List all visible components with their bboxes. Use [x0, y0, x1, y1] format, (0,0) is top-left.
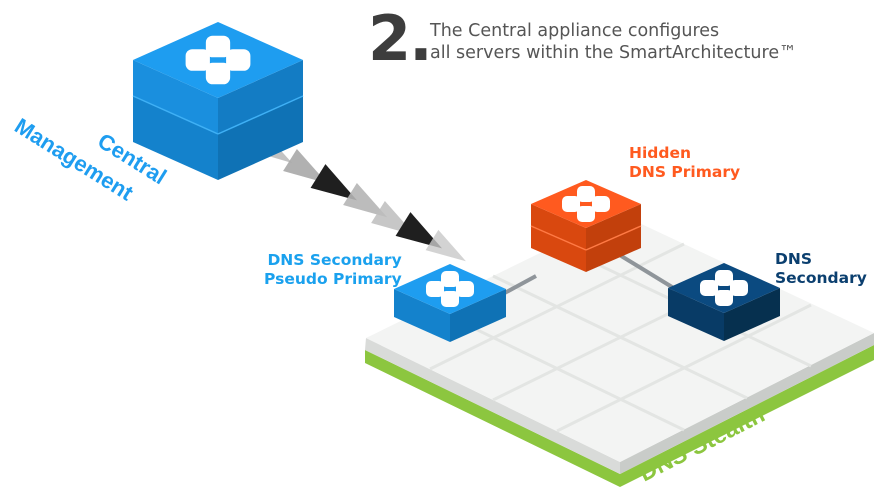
pseudo-primary-label-line1: DNS Secondary: [267, 251, 402, 269]
hidden-primary-server: [530, 180, 642, 272]
step-description: The Central appliance configures all ser…: [430, 20, 797, 64]
dns-secondary-label-line1: DNS: [775, 250, 813, 268]
step-number: 2.: [368, 2, 433, 75]
dns-secondary-server: [668, 263, 780, 341]
hidden-primary-label-line1: Hidden: [629, 144, 692, 162]
dns-secondary-label-line2: Secondary: [775, 269, 867, 287]
step-caption: 2. The Central appliance configures all …: [368, 8, 883, 80]
platform-right-side: [620, 333, 874, 474]
step-line-1: The Central appliance configures: [430, 21, 720, 41]
platform-left-side: [365, 338, 620, 474]
pseudo-primary-label: DNS Secondary Pseudo Primary: [264, 251, 402, 289]
central-management-appliance: [132, 22, 304, 180]
arrow-dark-2: [395, 212, 443, 249]
hidden-primary-label: Hidden DNS Primary: [629, 144, 740, 182]
pseudo-primary-label-line2: Pseudo Primary: [264, 270, 402, 288]
hidden-primary-label-line2: DNS Primary: [629, 163, 741, 181]
step-line-2: all servers within the SmartArchitecture…: [430, 43, 797, 63]
arrow-dark-1: [310, 164, 358, 201]
dns-secondary-label: DNS Secondary: [775, 250, 867, 288]
pseudo-primary-server: [394, 264, 506, 342]
